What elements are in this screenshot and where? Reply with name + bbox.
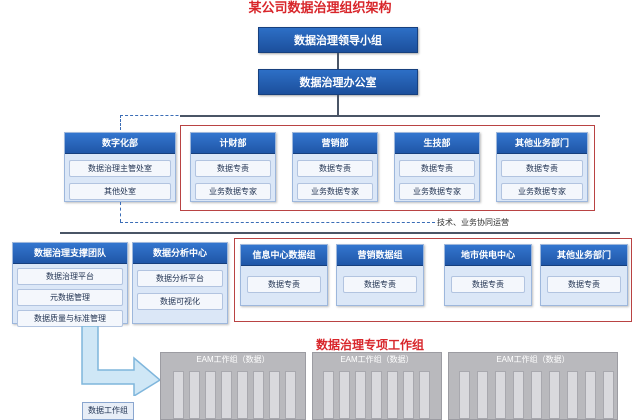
panel-header: 地市供电中心 [445,245,531,266]
panel-item: 数据专责 [547,276,621,293]
dashed-connector [120,202,121,222]
dept-item: 数据专责 [399,160,475,177]
dept-panel-header: 生技部 [395,133,479,154]
diagram-title: 某公司数据治理组织架构 [248,0,392,15]
data-group-panel: 其他业务部门 数据专责 [540,244,628,306]
support-team-panel: 数据治理支撑团队 数据治理平台 元数据管理 数据质量与标准管理 [12,242,128,327]
data-group-panel: 地市供电中心 数据专责 [444,244,532,306]
panel-header: 数据分析中心 [133,243,227,264]
dept-panel-production: 生技部 数据专责 业务数据专家 [394,132,480,202]
connector-line [60,232,620,234]
dept-panel-finance: 计财部 数据专责 业务数据专家 [190,132,276,202]
panel-item: 数据分析平台 [137,270,223,287]
leading-group-box: 数据治理领导小组 [258,27,418,53]
dept-panel-header: 数字化部 [65,133,175,154]
dept-item: 业务数据专家 [195,183,271,200]
dept-panel-digital: 数字化部 数据治理主管处室 其他处室 [64,132,176,202]
dept-item: 业务数据专家 [297,183,373,200]
bottom-left-box: 数据工作组 [82,402,134,420]
coordination-annotation: 技术、业务协同运营 [437,218,509,227]
panel-header: 其他业务部门 [541,245,627,266]
departments-frame [180,125,595,211]
panel-item: 数据可视化 [137,293,223,310]
panel-header: 数据治理支撑团队 [13,243,127,264]
dept-panel-header: 其他业务部门 [497,133,587,154]
special-workgroup-title: 数据治理专项工作组 [315,338,424,352]
flow-arrow-icon [81,326,162,396]
dept-item: 数据治理主管处室 [69,160,171,177]
connector-line [337,95,339,115]
work-group-header: EAM工作组（数据） [196,355,270,364]
work-group-panel: EAM工作组（数据） [160,352,306,420]
office-box: 数据治理办公室 [258,69,418,95]
panel-item: 元数据管理 [17,289,123,306]
dept-item: 业务数据专家 [501,183,583,200]
work-group-header: EAM工作组（数据） [340,355,414,364]
connector-line [337,53,339,69]
analysis-center-panel: 数据分析中心 数据分析平台 数据可视化 [132,242,228,324]
dept-item: 业务数据专家 [399,183,475,200]
dept-item: 数据专责 [501,160,583,177]
dept-item: 其他处室 [69,183,171,200]
connector-line [180,115,600,117]
panel-item: 数据质量与标准管理 [17,310,123,327]
dashed-connector [120,222,435,223]
dept-panel-marketing: 营销部 数据专责 业务数据专家 [292,132,378,202]
work-group-panel: EAM工作组（数据） [448,352,618,420]
dept-item: 数据专责 [297,160,373,177]
data-groups-frame [234,238,632,322]
dept-item: 数据专责 [195,160,271,177]
panel-header: 营销数据组 [337,245,423,266]
panel-item: 数据治理平台 [17,268,123,285]
dept-panel-other: 其他业务部门 数据专责 业务数据专家 [496,132,588,202]
dashed-connector [120,115,121,130]
work-group-header: EAM工作组（数据） [496,355,570,364]
data-group-panel: 信息中心数据组 数据专责 [240,244,328,306]
data-group-panel: 营销数据组 数据专责 [336,244,424,306]
panel-header: 信息中心数据组 [241,245,327,266]
panel-item: 数据专责 [343,276,417,293]
dept-panel-header: 营销部 [293,133,377,154]
panel-item: 数据专责 [247,276,321,293]
dept-panel-header: 计财部 [191,133,275,154]
work-group-panel: EAM工作组（数据） [312,352,442,420]
panel-item: 数据专责 [451,276,525,293]
